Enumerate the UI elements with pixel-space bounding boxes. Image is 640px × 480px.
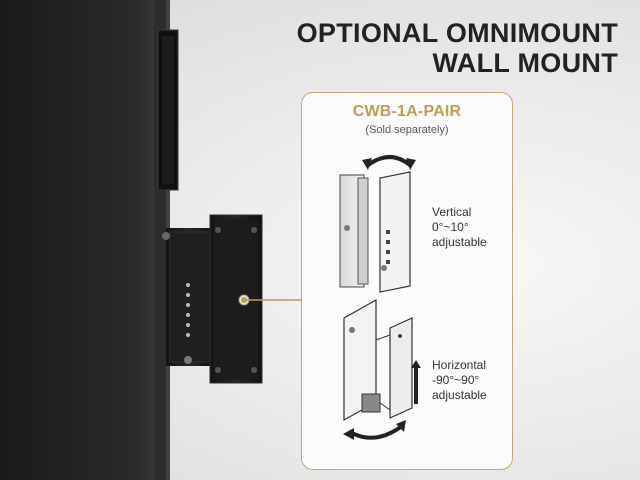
horizontal-adjustable: adjustable: [432, 388, 487, 402]
vertical-adjustment-text: Vertical 0°~10° adjustable: [432, 205, 487, 250]
callout-dot: [241, 297, 247, 303]
horizontal-range: -90°~90°: [432, 373, 480, 387]
horizontal-swivel-diagram: [343, 298, 421, 440]
vertical-adjustable: adjustable: [432, 235, 487, 249]
headline-line-1: OPTIONAL OMNIMOUNT: [296, 18, 618, 48]
mounted-bracket: [162, 214, 263, 384]
speaker-cabinet: [0, 0, 179, 480]
headline-line-2: WALL MOUNT: [432, 48, 618, 78]
sold-separately-note: (Sold separately): [365, 124, 449, 136]
vertical-range: 0°~10°: [432, 220, 469, 234]
vertical-tilt-diagram: [339, 155, 416, 293]
horizontal-adjustment-text: Horizontal -90°~90° adjustable: [432, 358, 487, 403]
horizontal-label: Horizontal: [432, 358, 487, 372]
model-name: CWB-1A-PAIR: [352, 103, 462, 120]
vertical-label: Vertical: [432, 205, 472, 219]
headline: OPTIONAL OMNIMOUNT WALL MOUNT: [258, 18, 618, 78]
